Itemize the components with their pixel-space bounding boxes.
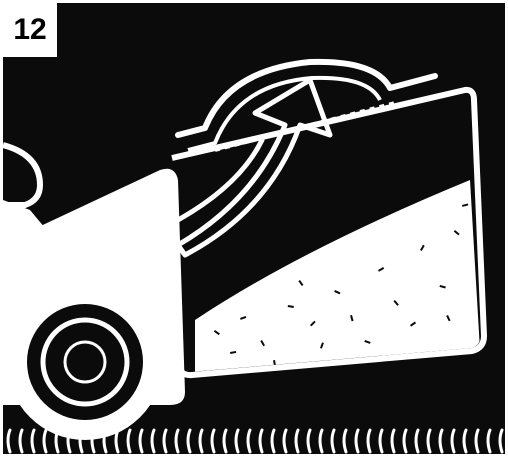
instruction-panel [3,3,505,454]
step-number-badge: 12 [3,3,57,57]
vacuum-handle [3,145,40,205]
illustration [3,3,505,454]
step-number: 12 [13,15,46,45]
vacuum-wheel [7,284,163,440]
open-direction-arrow-icon [178,80,330,255]
dust-fill [195,180,480,372]
